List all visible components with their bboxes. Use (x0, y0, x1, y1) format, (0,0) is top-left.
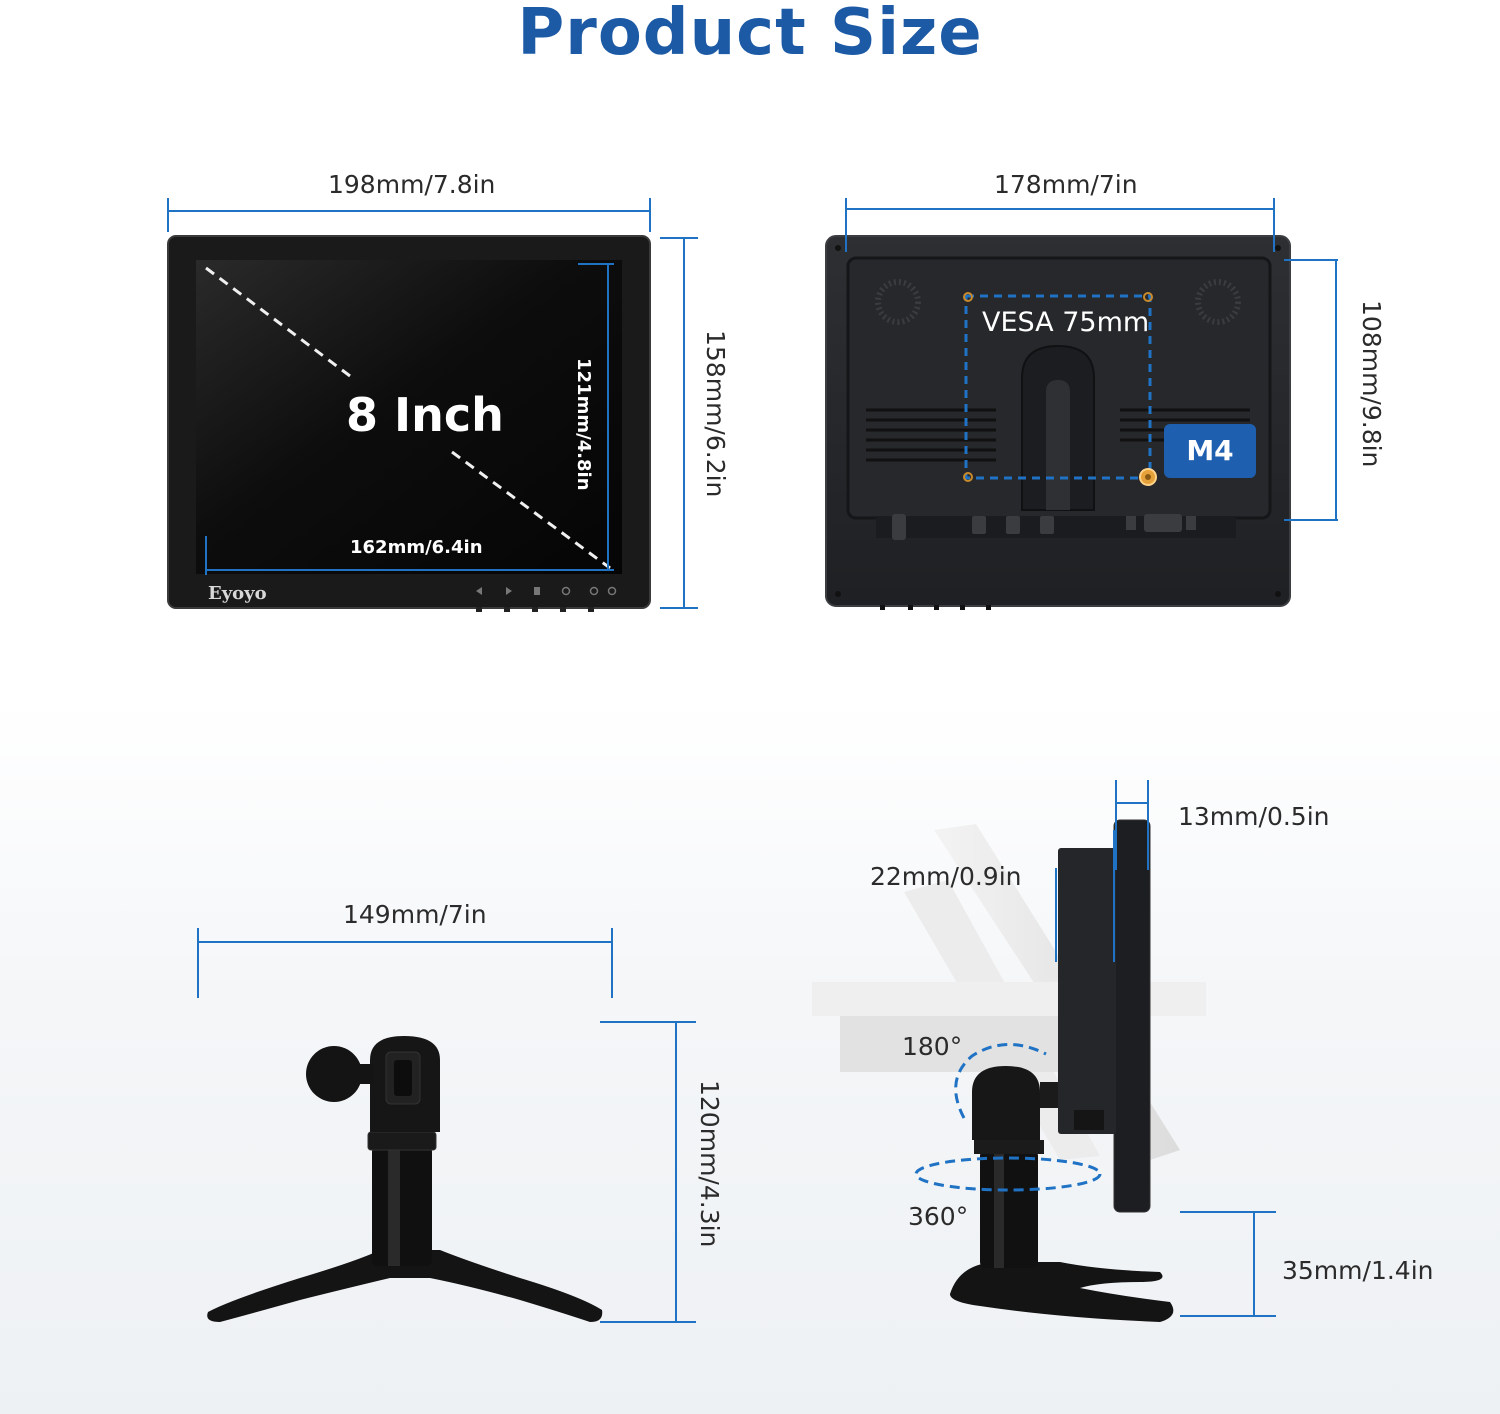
stand-width-dimension (197, 928, 613, 998)
side-depth-label: 22mm/0.9in (870, 862, 1022, 891)
tilt-angle-label: 180° (902, 1032, 963, 1061)
side-view-illustration (812, 819, 1206, 1322)
vesa-label: VESA 75mm (982, 307, 1150, 338)
stand-height-label: 120mm/4.3in (695, 1080, 724, 1248)
page-title: Product Size (517, 0, 983, 70)
back-height-dimension (1284, 259, 1338, 521)
swivel-angle-label: 360° (908, 1202, 969, 1231)
screen-width-dimension (205, 536, 610, 575)
screw-size-badge: M4 (1186, 434, 1234, 467)
back-width-label: 178mm/7in (994, 170, 1138, 199)
side-clearance-label: 35mm/1.4in (1282, 1256, 1434, 1285)
side-depth-dimension (1055, 830, 1115, 962)
front-width-dimension (167, 198, 651, 232)
screen-width-label: 162mm/6.4in (350, 537, 483, 558)
stand-width-label: 149mm/7in (343, 900, 487, 929)
front-height-label: 158mm/6.2in (701, 330, 730, 498)
screen-size-label: 8 Inch (346, 388, 504, 442)
stand-height-dimension (600, 1021, 696, 1323)
front-height-dimension (660, 237, 698, 609)
front-monitor (167, 235, 651, 612)
stand-illustration (207, 1036, 603, 1322)
back-width-dimension (845, 198, 1275, 252)
brand-logo: Eyoyo (208, 583, 267, 604)
side-thickness-label: 13mm/0.5in (1178, 802, 1330, 831)
side-clearance-dimension (1180, 1211, 1276, 1317)
side-thickness-dimension (1115, 780, 1149, 870)
front-width-label: 198mm/7.8in (328, 170, 496, 199)
back-height-label: 108mm/9.8in (1357, 300, 1386, 468)
screen-height-label: 121mm/4.8in (573, 358, 594, 491)
back-monitor (825, 235, 1291, 610)
